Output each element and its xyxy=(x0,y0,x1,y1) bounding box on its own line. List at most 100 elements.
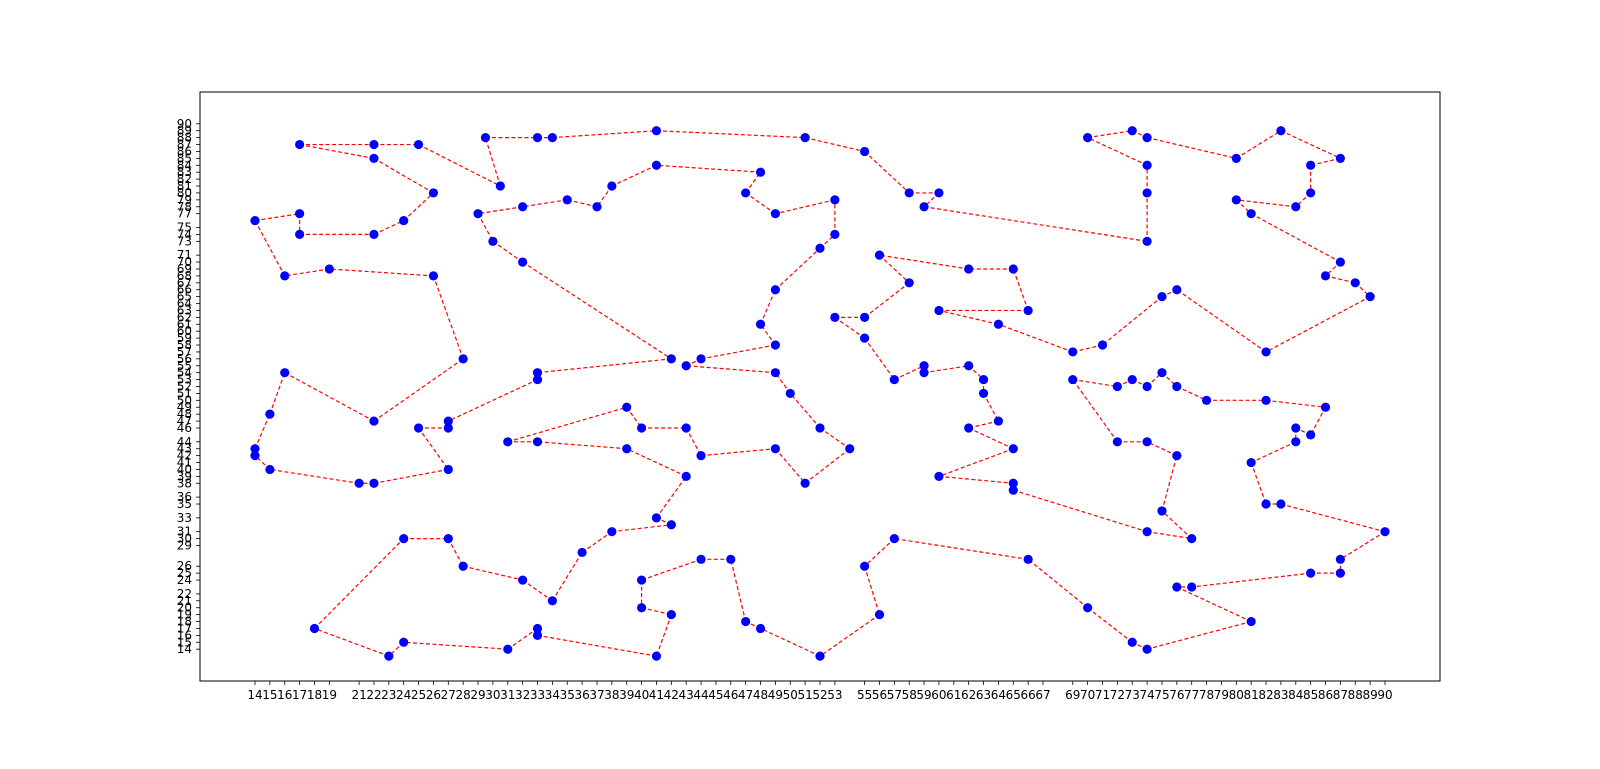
city-marker xyxy=(1335,554,1345,564)
city-marker xyxy=(860,561,870,571)
y-tick-label: 87 xyxy=(177,138,192,152)
city-marker xyxy=(280,271,290,281)
y-tick-label: 33 xyxy=(177,511,192,525)
x-tick-label: 78 xyxy=(1199,688,1214,702)
city-marker xyxy=(1157,506,1167,516)
city-marker xyxy=(1127,374,1137,385)
city-marker xyxy=(964,361,974,371)
x-tick-label: 61 xyxy=(946,688,961,702)
route-segment xyxy=(641,558,702,581)
city-marker xyxy=(428,271,439,281)
y-tick-label: 15 xyxy=(177,635,192,649)
y-tick-label: 19 xyxy=(177,608,192,622)
route-segment xyxy=(373,157,434,194)
route-segment xyxy=(760,627,821,657)
city-marker xyxy=(309,623,320,634)
city-marker xyxy=(666,520,676,530)
route-segment xyxy=(864,282,910,318)
route-segment xyxy=(685,427,702,456)
y-tick-label: 35 xyxy=(177,497,192,511)
route-segment xyxy=(1176,289,1267,353)
x-tick-label: 60 xyxy=(931,688,946,702)
city-marker xyxy=(1142,236,1152,246)
city-marker xyxy=(1112,381,1122,392)
city-marker xyxy=(815,243,825,253)
city-marker xyxy=(518,202,528,212)
y-tick-label: 30 xyxy=(177,532,192,546)
city-marker xyxy=(503,644,513,654)
city-marker xyxy=(1261,347,1271,357)
y-tick-label: 40 xyxy=(177,462,192,476)
y-tick-label: 53 xyxy=(177,373,192,387)
route-segment xyxy=(284,372,375,422)
route-segment xyxy=(537,441,627,450)
city-marker xyxy=(770,285,780,295)
x-tick-label: 89 xyxy=(1362,688,1377,702)
city-marker xyxy=(607,181,617,191)
route-segment xyxy=(1176,385,1207,401)
city-marker xyxy=(934,471,944,481)
x-tick-label: 85 xyxy=(1303,688,1318,702)
x-tick-label: 22 xyxy=(366,688,381,702)
city-marker xyxy=(681,361,691,371)
city-marker xyxy=(1261,395,1271,405)
city-marker xyxy=(964,423,974,433)
y-tick-label: 29 xyxy=(177,539,192,553)
route-segment xyxy=(804,448,851,484)
city-marker xyxy=(443,416,453,426)
x-tick-label: 62 xyxy=(961,688,976,702)
x-tick-label: 73 xyxy=(1125,688,1140,702)
city-marker xyxy=(1276,499,1286,509)
x-tick-label: 67 xyxy=(1035,688,1050,702)
route-segment xyxy=(1013,489,1148,533)
city-marker xyxy=(1187,533,1197,544)
y-tick-label: 75 xyxy=(177,220,192,234)
city-marker xyxy=(295,229,305,240)
city-marker xyxy=(1276,126,1286,136)
route-segment xyxy=(269,372,286,415)
y-tick-label: 54 xyxy=(177,366,192,380)
y-tick-label: 59 xyxy=(177,331,192,345)
city-marker xyxy=(860,333,870,343)
route-segment xyxy=(1236,199,1296,208)
route-segment xyxy=(1146,441,1178,457)
city-marker xyxy=(1306,188,1316,198)
x-tick-label: 58 xyxy=(902,688,917,702)
x-tick-label: 45 xyxy=(708,688,723,702)
city-marker xyxy=(934,305,944,316)
route-segment xyxy=(1146,620,1252,650)
route-segment xyxy=(1147,531,1192,540)
route-segment xyxy=(448,379,538,422)
x-tick-label: 70 xyxy=(1080,688,1095,702)
x-tick-label: 31 xyxy=(500,688,515,702)
city-marker xyxy=(1083,133,1093,143)
x-tick-label: 84 xyxy=(1288,688,1303,702)
y-tick-label: 79 xyxy=(177,193,192,207)
route-segment xyxy=(1072,344,1103,353)
x-tick-label: 27 xyxy=(441,688,456,702)
route-segment xyxy=(879,254,969,270)
city-marker xyxy=(845,444,855,454)
y-tick-label: 82 xyxy=(177,172,192,186)
route-segment xyxy=(1280,130,1341,159)
y-tick-label: 58 xyxy=(177,338,192,352)
city-marker xyxy=(1246,209,1256,219)
city-marker xyxy=(651,160,662,170)
x-tick-label: 65 xyxy=(1006,688,1021,702)
route-segment xyxy=(1250,441,1297,464)
route-segment xyxy=(700,448,776,457)
city-marker xyxy=(1172,285,1182,295)
x-tick-label: 71 xyxy=(1095,688,1110,702)
city-marker xyxy=(458,561,468,571)
route-segment xyxy=(1310,157,1341,166)
x-tick-label: 87 xyxy=(1333,688,1348,702)
y-tick-label: 60 xyxy=(177,324,192,338)
x-tick-label: 28 xyxy=(456,688,471,702)
city-marker xyxy=(369,478,379,488)
city-marker xyxy=(503,437,513,447)
route-segment xyxy=(968,427,1014,450)
route-segment xyxy=(1146,137,1237,159)
route-segment xyxy=(463,565,523,581)
city-marker xyxy=(532,437,543,447)
x-tick-label: 83 xyxy=(1273,688,1288,702)
